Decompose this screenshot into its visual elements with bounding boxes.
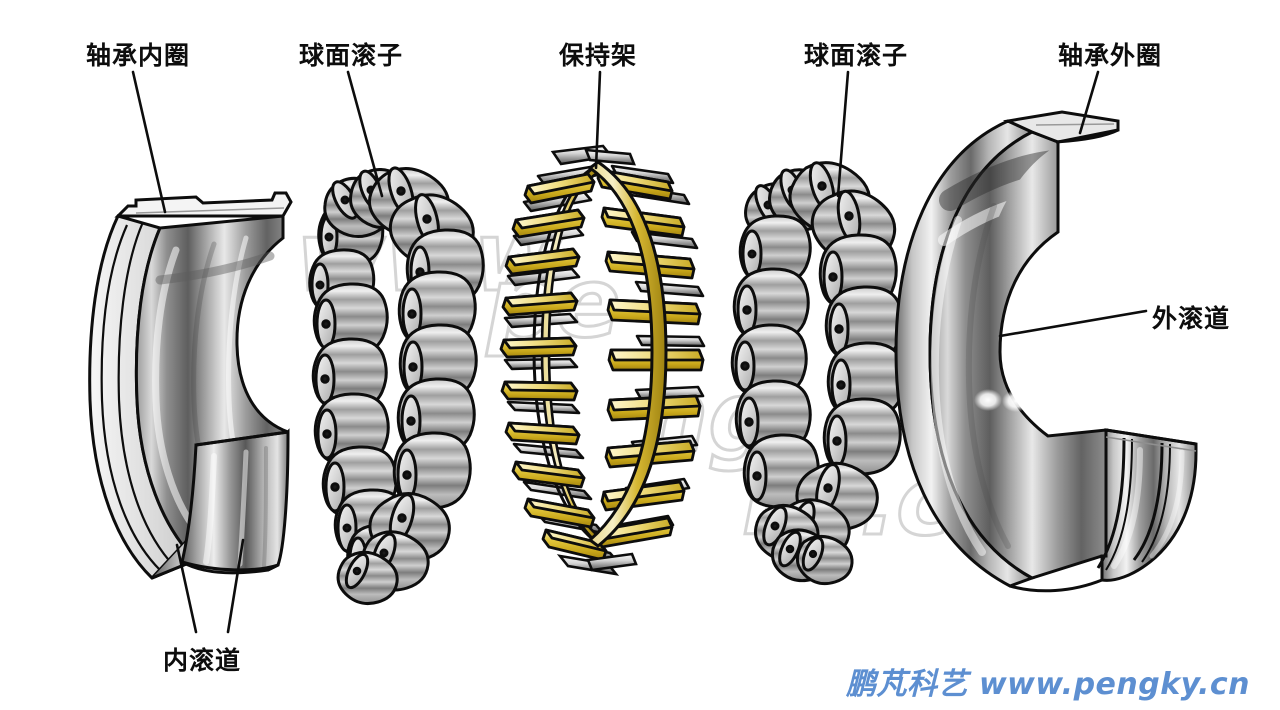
cage-prong [523,497,596,529]
leader-roller-right [836,70,850,198]
cage-prong [511,460,586,489]
label-outer-raceway: 外滚道 [1152,304,1231,333]
roller [311,337,388,412]
roller [392,431,472,510]
label-inner-raceway: 内滚道 [163,646,242,675]
bearing-outer-ring [894,110,1198,593]
leader-roller-left [346,70,384,198]
label-cage: 保持架 [559,41,638,70]
cage-prong [504,421,581,446]
leader-inner-raceway-b [226,538,245,634]
spherical-rollers-left [308,166,485,605]
cage-prong [499,336,578,359]
bearing-inner-ring [88,191,293,580]
cage-prong [511,208,586,239]
roller [822,397,902,476]
cage-prong-back [512,442,585,460]
leader-inner-ring [131,70,167,214]
label-spherical-rollers-right: 球面滚子 [804,41,909,70]
roller [732,267,810,343]
leader-cage [594,70,602,170]
roller [730,323,808,399]
leader-outer-raceway [998,309,1148,338]
watermark-brand: 鹏芃科艺 www.pengky.cn [846,667,1251,702]
cage-prong [523,172,596,205]
cage-prong [501,291,579,317]
roller [738,214,812,286]
cage [499,144,706,576]
cage-prong [500,380,579,402]
leader-inner-raceway-a [175,543,198,634]
roller [795,535,854,586]
label-spherical-rollers-left: 球面滚子 [299,41,404,70]
label-bearing-outer-ring: 轴承外圈 [1058,41,1163,70]
label-bearing-inner-ring: 轴承内圈 [86,41,191,70]
roller [336,550,399,605]
spherical-rollers-right [730,161,906,586]
leader-outer-ring [1078,70,1100,135]
roller [826,341,906,420]
cage-prong [504,247,581,276]
leader-lines [131,70,1148,634]
